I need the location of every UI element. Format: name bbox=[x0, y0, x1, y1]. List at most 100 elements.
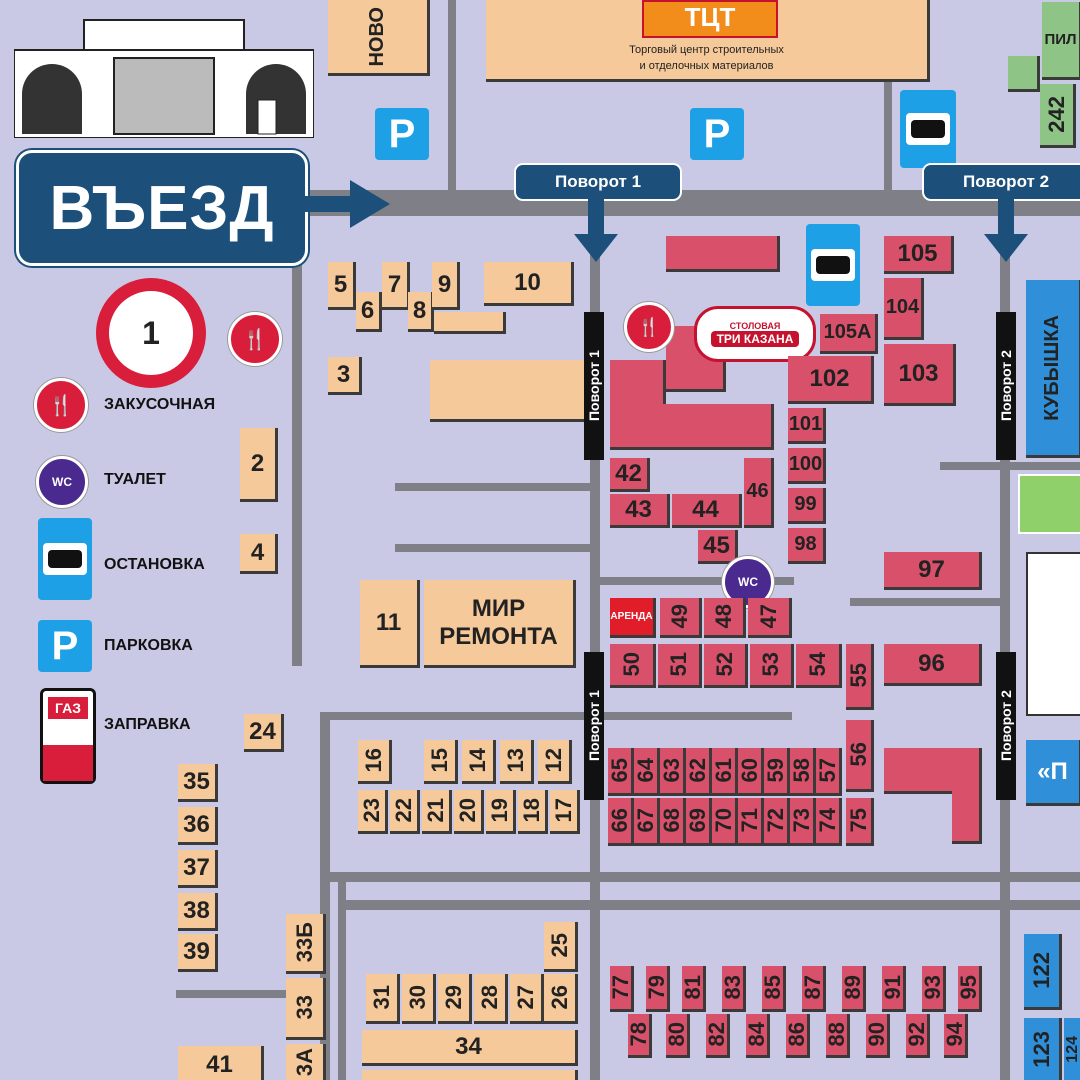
building-80[interactable]: 80 bbox=[664, 1014, 690, 1058]
building-7[interactable]: 7 bbox=[382, 262, 410, 310]
building-71[interactable]: 71 bbox=[737, 798, 764, 846]
building-100[interactable]: 100 bbox=[788, 448, 826, 484]
building-29[interactable]: 29 bbox=[438, 974, 472, 1024]
building-3a[interactable]: 3А bbox=[286, 1044, 326, 1080]
building-15[interactable]: 15 bbox=[424, 740, 458, 784]
building-105a[interactable]: 105А bbox=[820, 314, 878, 354]
building-82[interactable]: 82 bbox=[704, 1014, 730, 1058]
building-47[interactable]: 47 bbox=[748, 598, 792, 638]
building-49[interactable]: 49 bbox=[660, 598, 702, 638]
building-97[interactable]: 97 bbox=[884, 552, 982, 590]
building-33b[interactable]: 33Б bbox=[286, 914, 326, 974]
building-61[interactable]: 61 bbox=[711, 748, 738, 796]
building-50[interactable]: 50 bbox=[610, 644, 656, 688]
building-63[interactable]: 63 bbox=[659, 748, 686, 796]
building-37[interactable]: 37 bbox=[178, 850, 218, 888]
building-19[interactable]: 19 bbox=[486, 790, 516, 834]
building-85[interactable]: 85 bbox=[760, 966, 786, 1012]
building-right-logo[interactable]: «П bbox=[1026, 740, 1080, 806]
building-81[interactable]: 81 bbox=[680, 966, 706, 1012]
building-90[interactable]: 90 bbox=[864, 1014, 890, 1058]
building-65[interactable]: 65 bbox=[607, 748, 634, 796]
building-5[interactable]: 5 bbox=[328, 262, 356, 310]
building-18[interactable]: 18 bbox=[518, 790, 548, 834]
building-91[interactable]: 91 bbox=[880, 966, 906, 1012]
building-73[interactable]: 73 bbox=[789, 798, 816, 846]
building-41[interactable]: 41 bbox=[178, 1046, 264, 1080]
building-60[interactable]: 60 bbox=[737, 748, 764, 796]
building-70[interactable]: 70 bbox=[711, 798, 738, 846]
building-mir-remonta[interactable]: МИР РЕМОНТА bbox=[424, 580, 576, 668]
building-48[interactable]: 48 bbox=[704, 598, 746, 638]
building-96[interactable]: 96 bbox=[884, 644, 982, 686]
building-rent[interactable]: АРЕНДА bbox=[610, 598, 656, 638]
building-62[interactable]: 62 bbox=[685, 748, 712, 796]
building-20[interactable]: 20 bbox=[454, 790, 484, 834]
building-84[interactable]: 84 bbox=[744, 1014, 770, 1058]
building-66[interactable]: 66 bbox=[607, 798, 634, 846]
building-25[interactable]: 25 bbox=[544, 922, 578, 972]
building-87[interactable]: 87 bbox=[800, 966, 826, 1012]
building-59[interactable]: 59 bbox=[763, 748, 790, 796]
building-39[interactable]: 39 bbox=[178, 934, 218, 972]
building-123[interactable]: 123 bbox=[1024, 1018, 1062, 1080]
building-95[interactable]: 95 bbox=[956, 966, 982, 1012]
building-57[interactable]: 57 bbox=[815, 748, 842, 796]
building-tct[interactable]: ТЦТ Торговый центр строительных и отдело… bbox=[486, 0, 930, 82]
building-38[interactable]: 38 bbox=[178, 893, 218, 931]
building-92[interactable]: 92 bbox=[904, 1014, 930, 1058]
building-72[interactable]: 72 bbox=[763, 798, 790, 846]
building-44[interactable]: 44 bbox=[672, 494, 742, 528]
building-54[interactable]: 54 bbox=[796, 644, 842, 688]
building-10[interactable]: 10 bbox=[484, 262, 574, 306]
building-17[interactable]: 17 bbox=[550, 790, 580, 834]
building-6[interactable]: 6 bbox=[356, 292, 382, 332]
building-242[interactable]: 242 bbox=[1040, 84, 1076, 148]
building-45[interactable]: 45 bbox=[698, 530, 738, 564]
building-56[interactable]: 56 bbox=[846, 720, 874, 792]
building-83[interactable]: 83 bbox=[720, 966, 746, 1012]
building-13[interactable]: 13 bbox=[500, 740, 534, 784]
building-68[interactable]: 68 bbox=[659, 798, 686, 846]
building-64[interactable]: 64 bbox=[633, 748, 660, 796]
building-88[interactable]: 88 bbox=[824, 1014, 850, 1058]
building-58[interactable]: 58 bbox=[789, 748, 816, 796]
building-55[interactable]: 55 bbox=[846, 644, 874, 710]
building-102[interactable]: 102 bbox=[788, 356, 874, 404]
building-103[interactable]: 103 bbox=[884, 344, 956, 406]
building-21[interactable]: 21 bbox=[422, 790, 452, 834]
building-8[interactable]: 8 bbox=[408, 292, 434, 332]
building-31[interactable]: 31 bbox=[366, 974, 400, 1024]
building-26[interactable]: 26 bbox=[544, 974, 578, 1024]
building-77[interactable]: 77 bbox=[608, 966, 634, 1012]
building-94[interactable]: 94 bbox=[942, 1014, 968, 1058]
building-51[interactable]: 51 bbox=[658, 644, 702, 688]
building-89[interactable]: 89 bbox=[840, 966, 866, 1012]
building-30[interactable]: 30 bbox=[402, 974, 436, 1024]
building-27[interactable]: 27 bbox=[510, 974, 544, 1024]
building-124[interactable]: 124 bbox=[1064, 1018, 1080, 1080]
building-12[interactable]: 12 bbox=[538, 740, 572, 784]
building-98[interactable]: 98 bbox=[788, 528, 826, 564]
building-kubyshka[interactable]: КУБЫШКА bbox=[1026, 280, 1080, 458]
building-16[interactable]: 16 bbox=[358, 740, 392, 784]
building-86[interactable]: 86 bbox=[784, 1014, 810, 1058]
building-9[interactable]: 9 bbox=[432, 262, 460, 310]
building-122[interactable]: 122 bbox=[1024, 934, 1062, 1010]
building-22[interactable]: 22 bbox=[390, 790, 420, 834]
building-43[interactable]: 43 bbox=[610, 494, 670, 528]
building-53[interactable]: 53 bbox=[750, 644, 794, 688]
building-93[interactable]: 93 bbox=[920, 966, 946, 1012]
building-novo[interactable]: НОВО bbox=[328, 0, 430, 76]
building-52[interactable]: 52 bbox=[704, 644, 748, 688]
building-23[interactable]: 23 bbox=[358, 790, 388, 834]
building-3[interactable]: 3 bbox=[328, 357, 362, 395]
building-74[interactable]: 74 bbox=[815, 798, 842, 846]
building-36[interactable]: 36 bbox=[178, 807, 218, 845]
building-105[interactable]: 105 bbox=[884, 236, 954, 274]
building-4[interactable]: 4 bbox=[240, 534, 278, 574]
building-11[interactable]: 11 bbox=[360, 580, 420, 668]
building-67[interactable]: 67 bbox=[633, 798, 660, 846]
building-75[interactable]: 75 bbox=[846, 798, 874, 846]
building-79[interactable]: 79 bbox=[644, 966, 670, 1012]
